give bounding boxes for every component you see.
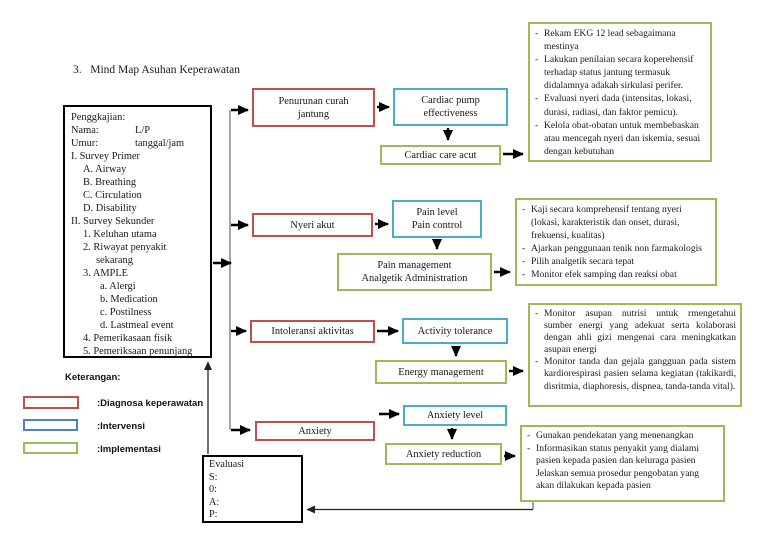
field-label: Umur: (71, 138, 99, 149)
assessment-line: Penggkajian: (71, 112, 126, 123)
evaluation-heading: Evaluasi (209, 459, 245, 470)
notes-box-aktivitas: Monitor asupan nutrisi untuk rmengetahui… (528, 303, 742, 407)
note-bullet: Lakukan penilaian secara koperehensif te… (535, 53, 706, 92)
legend-label-intervensi: :Intervensi (97, 421, 146, 432)
field-label: Nama: (71, 125, 99, 136)
evaluation-line: P: (209, 509, 218, 521)
assessment-line: Nama: L/P (71, 124, 208, 137)
page-title: 3. Mind Map Asuhan Keperawatan (73, 64, 241, 76)
implementation-box-anxiety-reduction: Anxiety reduction (385, 443, 502, 465)
intervention-box-activity-tolerance: Activity tolerance (402, 318, 508, 344)
implementation-box-energy-management: Energy management (375, 360, 507, 384)
bullet-dash (527, 430, 536, 443)
assessment-line: d. Lastmeal event (100, 320, 174, 331)
legend-label-implementasi: :Implementasi (97, 444, 161, 455)
note-bullet: Kaji secara komprehensif tentang nyeri (… (522, 203, 711, 242)
evaluation-line: 0: (209, 484, 217, 496)
note-text: Kelola obat-obatan untuk membebaskan ata… (544, 119, 701, 157)
note-text: Evaluasi nyeri dada (intensitas, lokasi,… (544, 93, 692, 118)
note-text: Monitor efek samping dan reaksi obat (531, 269, 677, 281)
bullet-dash (535, 308, 544, 356)
assessment-line: a. Alergi (100, 281, 136, 292)
bullet-dash (522, 268, 531, 281)
evaluation-box: Evaluasi S: 0: A: P: (202, 455, 303, 523)
note-text: Lakukan penilaian secara koperehensif te… (544, 54, 694, 92)
note-text: Ajarkan penggunaan tenik non farmakologi… (531, 243, 703, 255)
legend-swatch-diagnosis (23, 396, 79, 409)
assessment-line: c. Postilness (100, 307, 152, 318)
bullet-dash (535, 92, 544, 118)
intervention-box-cardiac-pump-effectiveness: Cardiac pump effectiveness (393, 88, 508, 126)
diagnosis-box-anxiety: Anxiety (255, 421, 375, 441)
assessment-line: I. Survey Primer (71, 151, 140, 162)
note-bullet: Monitor asupan nutrisi untuk rmengetahui… (535, 308, 736, 356)
assessment-line: 3. AMPLE (83, 268, 129, 279)
legend-label-diagnosis: :Diagnosa keperawatan (97, 398, 204, 409)
evaluation-line: S: (209, 471, 218, 483)
note-bullet: Pilih analgetik secara tepat (522, 255, 711, 268)
note-bullet: Evaluasi nyeri dada (intensitas, lokasi,… (535, 92, 706, 118)
assessment-line: 4. Pemerikasaan fisik (83, 333, 173, 344)
diagnosis-box-penurunan-curah-jantung: Penurunan curah jantung (252, 88, 375, 127)
legend-swatch-intervensi (23, 419, 78, 431)
bullet-dash (535, 27, 544, 53)
bullet-dash (535, 119, 544, 158)
assessment-line: sekarang (96, 255, 133, 266)
note-text: Gunakan pendekatan yang menenangkan (536, 430, 694, 441)
bullet-dash (535, 356, 544, 392)
diagnosis-box-nyeri-akut: Nyeri akut (252, 213, 373, 237)
bullet-dash (522, 242, 531, 255)
notes-box-nyeri: Kaji secara komprehensif tentang nyeri (… (515, 198, 717, 286)
assessment-line: A. Airway (83, 164, 127, 175)
note-bullet: Rekam EKG 12 lead sebagaimana mestinya (535, 27, 706, 53)
intervention-box-pain-level-pain-control: Pain level Pain control (392, 200, 482, 238)
note-text: Informasikan status penyakit yang dialam… (536, 442, 700, 492)
note-text: Kaji secara komprehensif tentang nyeri (… (531, 204, 682, 242)
field-value: L/P (135, 125, 151, 136)
note-text: Pilih analgetik secara tepat (531, 256, 635, 268)
bullet-dash (522, 203, 531, 242)
note-bullet: Monitor tanda dan gejala gangguan pada s… (535, 356, 736, 392)
assessment-line: Umur: tanggal/jam (71, 137, 208, 150)
assessment-line: 5. Pemeriksaan penunjang (83, 346, 193, 357)
intervention-box-anxiety-level: Anxiety level (403, 405, 507, 426)
bullet-dash (522, 255, 531, 268)
note-text: Monitor tanda dan gejala gangguan pada s… (544, 356, 736, 392)
legend-swatch-implementasi (23, 442, 78, 454)
note-bullet: Kelola obat-obatan untuk membebaskan ata… (535, 119, 706, 158)
note-bullet: Monitor efek samping dan reaksi obat (522, 268, 711, 281)
implementation-box-pain-management: Pain management Analgetik Administration (337, 253, 492, 291)
assessment-line: C. Circulation (83, 190, 142, 201)
field-value: tanggal/jam (135, 138, 185, 149)
evaluation-line: A: (209, 496, 220, 508)
bullet-dash (527, 443, 536, 493)
assessment-line: 1. Keluhan utama (83, 229, 157, 240)
legend-heading: Keterangan: (65, 372, 121, 383)
note-text: Rekam EKG 12 lead sebagaimana mestinya (544, 28, 676, 53)
assessment-line: II. Survey Sekunder (71, 216, 155, 227)
note-text: Monitor asupan nutrisi untuk rmengetahui… (544, 308, 736, 356)
note-bullet: Ajarkan penggunaan tenik non farmakologi… (522, 242, 711, 255)
assessment-line: B. Breathing (83, 177, 137, 188)
assessment-line: D. Disability (83, 203, 137, 214)
assessment-line: b. Medication (100, 294, 158, 305)
assessment-line: 2. Riwayat penyakit (83, 242, 167, 253)
assessment-box: Penggkajian: Nama: L/P Umur: tanggal/jam I… (63, 105, 212, 358)
implementation-box-cardiac-care-acut: Cardiac care acut (380, 145, 501, 165)
bullet-dash (535, 53, 544, 92)
note-bullet: Informasikan status penyakit yang dialam… (527, 443, 719, 493)
notes-box-anxiety: Gunakan pendekatan yang menenangkan Info… (520, 425, 725, 502)
notes-box-cardiac: Rekam EKG 12 lead sebagaimana mestinya L… (528, 22, 712, 162)
diagnosis-box-intoleransi-aktivitas: Intoleransi aktivitas (250, 320, 375, 343)
note-bullet: Gunakan pendekatan yang menenangkan (527, 430, 719, 443)
